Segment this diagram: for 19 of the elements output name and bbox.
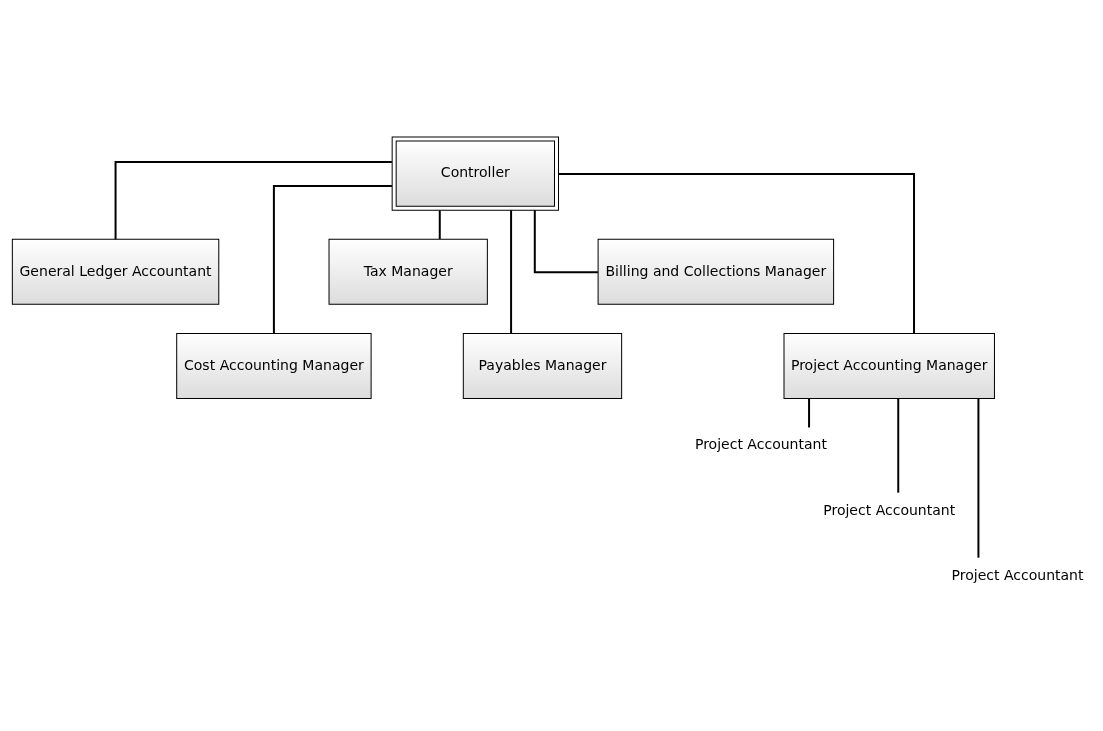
- node-box: Billing and Collections Manager: [597, 238, 835, 305]
- node-box: Project Accounting Manager: [783, 332, 995, 400]
- connector: [977, 397, 980, 559]
- node-box: General Ledger Accountant: [11, 238, 220, 305]
- node-box: Payables Manager: [462, 332, 623, 400]
- connector: [114, 161, 393, 241]
- connector: [533, 209, 599, 274]
- connector: [897, 397, 900, 494]
- node-text: Project Accountant: [951, 566, 1084, 583]
- node-box: Controller: [391, 136, 559, 211]
- node-text: Project Accountant: [823, 501, 956, 518]
- node-box: Cost Accounting Manager: [176, 332, 372, 400]
- connector: [808, 397, 811, 429]
- connector: [272, 185, 393, 335]
- connector: [510, 209, 513, 335]
- node-box: Tax Manager: [328, 238, 488, 305]
- node-text: Project Accountant: [694, 436, 827, 453]
- connector: [438, 209, 441, 240]
- connector: [557, 173, 916, 334]
